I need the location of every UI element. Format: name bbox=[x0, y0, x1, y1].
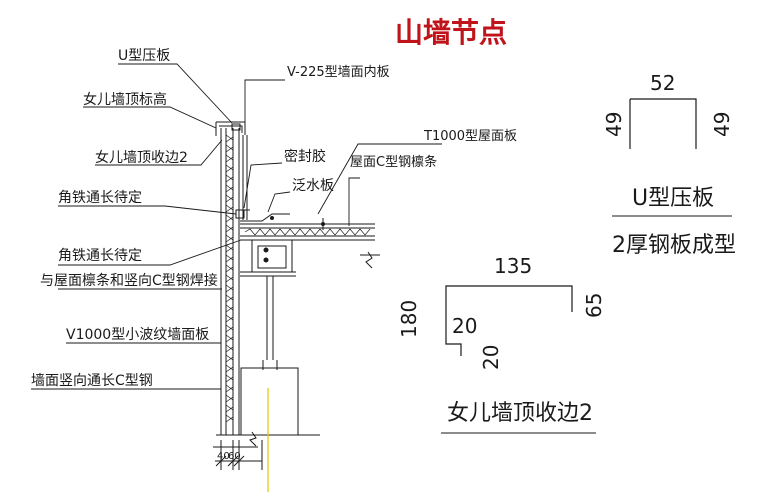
cap-dim-top: 135 bbox=[494, 254, 532, 278]
cap-caption: 女儿墙顶收边2 bbox=[447, 401, 593, 426]
label-inner-panel: V-225型墙面内板 bbox=[287, 64, 390, 80]
cap-detail: 135 65 180 20 20 女儿墙顶收边2 bbox=[397, 254, 606, 434]
label-u-panel: U型压板 bbox=[118, 48, 170, 64]
dim-wall-thk2: 60 bbox=[228, 451, 241, 462]
u-dim-left: 49 bbox=[602, 112, 626, 137]
label-roof-panel: T1000型屋面板 bbox=[423, 129, 517, 144]
label-angle-a: 角铁通长待定 bbox=[58, 190, 142, 206]
u-note: 2厚钢板成型 bbox=[612, 233, 736, 258]
label-wall-panel: V1000型小波纹墙面板 bbox=[66, 327, 209, 343]
cap-dim-left: 180 bbox=[397, 300, 421, 338]
cap-dim-bottom: 20 bbox=[479, 345, 503, 370]
label-purlin: 屋面C型钢檩条 bbox=[350, 154, 437, 170]
roof-section bbox=[226, 213, 380, 492]
wall-panel-hatch bbox=[225, 134, 234, 423]
cap-dim-right: 65 bbox=[582, 293, 606, 318]
dim-wall-thk: 40 bbox=[217, 451, 230, 462]
u-dim-right: 49 bbox=[710, 112, 734, 137]
label-parapet-cap: 女儿墙顶收边2 bbox=[95, 149, 188, 166]
u-panel-detail: 52 49 49 U型压板 2厚钢板成型 bbox=[602, 71, 736, 258]
main-labels: U型压板 女儿墙顶标高 女儿墙顶收边2 角铁通长待定 角铁通长待定 与屋面檩条和… bbox=[31, 48, 517, 389]
cap-dim-inner: 20 bbox=[452, 314, 477, 338]
label-sealant: 密封胶 bbox=[284, 148, 326, 165]
u-caption: U型压板 bbox=[632, 186, 714, 211]
drawing-title: 山墙节点 bbox=[395, 16, 507, 49]
leader-lines bbox=[31, 63, 442, 390]
u-dim-top: 52 bbox=[650, 71, 675, 95]
label-weld-note: 与屋面檩条和竖向C型钢焊接 bbox=[40, 272, 218, 289]
wall-section bbox=[213, 121, 263, 470]
label-flashing: 泛水板 bbox=[292, 178, 334, 194]
label-parapet-top-elev: 女儿墙顶标高 bbox=[83, 91, 167, 108]
label-angle-b: 角铁通长待定 bbox=[58, 248, 142, 264]
label-c-steel: 墙面竖向通长C型钢 bbox=[31, 373, 153, 389]
